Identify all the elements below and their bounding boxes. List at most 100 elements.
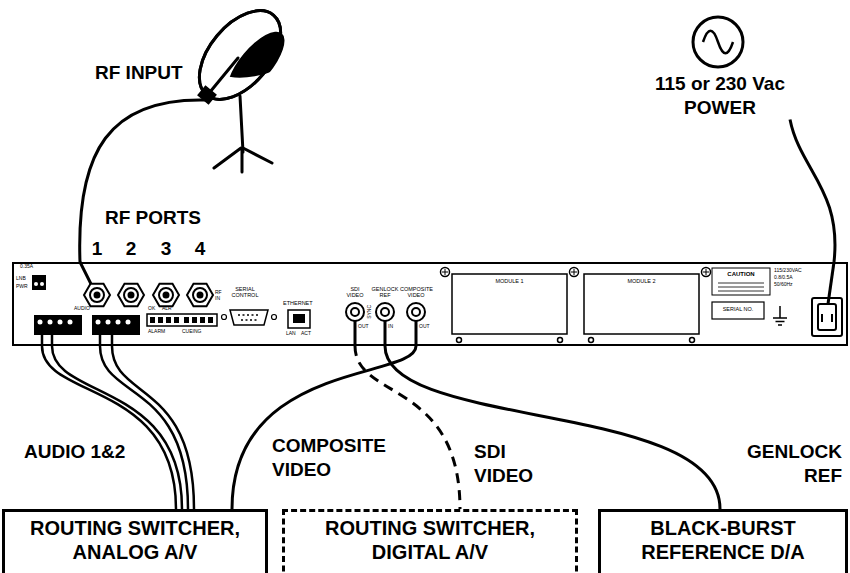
panel-marking: OK — [148, 306, 155, 312]
panel-marking: ALR — [162, 306, 172, 312]
module-plate — [584, 274, 699, 334]
cable-label: AUDIO 1&2 — [22, 440, 127, 464]
port-group-heading: RF PORTS — [98, 207, 208, 229]
power-label: 115 or 230 Vac POWER — [630, 14, 810, 120]
dish-rim — [184, 0, 297, 114]
cable — [790, 120, 835, 263]
caution-fine-print — [718, 283, 764, 291]
panel-marking: 50/60Hz — [774, 282, 793, 288]
rf-ports — [84, 284, 213, 307]
panel-marking: SDI VIDEO — [343, 286, 367, 299]
screw — [222, 315, 227, 320]
port-number: 1 — [91, 238, 103, 260]
screw — [40, 282, 44, 286]
terminal — [192, 317, 197, 323]
screw — [58, 320, 63, 325]
panel-marking: MODULE 1 — [452, 278, 567, 284]
panel-marking: GENLOCK REF — [371, 286, 399, 299]
callout-label: RF INPUT — [95, 62, 183, 84]
alarm-cueing-block — [147, 314, 217, 326]
module-plates — [441, 268, 711, 343]
port-number: 3 — [160, 238, 172, 260]
feed-arm — [210, 58, 238, 92]
cable-strand — [52, 346, 182, 509]
rf-port-pin — [198, 293, 203, 298]
panel-marking: 115/230VAC — [774, 268, 802, 274]
ethernet-socket — [293, 314, 305, 323]
terminal — [150, 317, 155, 323]
screw — [38, 320, 43, 325]
port-number: 2 — [125, 238, 137, 260]
screw — [68, 320, 73, 325]
rear-panel-parts — [12, 262, 848, 346]
panel-marking: MODULE 2 — [584, 278, 699, 284]
rf-port — [118, 284, 144, 307]
dish-face — [184, 0, 297, 114]
rf-port-pin — [95, 293, 100, 298]
panel-marking: COMPOSITE VIDEO — [400, 286, 432, 299]
panel-marking: SERIAL NO. — [712, 306, 764, 312]
power-source: 115 or 230 Vac POWER — [630, 14, 810, 120]
serial-connector — [230, 310, 268, 325]
screw-cross — [442, 269, 709, 275]
panel-marking: IN — [388, 324, 393, 330]
panel-marking: SYNC — [367, 305, 373, 319]
panel-marking: RF IN — [215, 290, 227, 302]
bnc-center — [381, 308, 389, 316]
panel-marking: ACT — [301, 331, 311, 337]
rf-port-pin — [129, 293, 134, 298]
terminal — [174, 317, 179, 323]
ac-source-symbol — [693, 17, 743, 67]
cable-label: COMPOSITE VIDEO — [270, 434, 399, 482]
terminal-screws — [38, 320, 131, 325]
screw — [34, 282, 38, 286]
terminal — [200, 317, 205, 323]
panel-marking: PWR — [16, 284, 28, 290]
module-plate — [452, 274, 567, 334]
rf-port-ring — [159, 288, 173, 302]
rf-port-pin — [164, 293, 169, 298]
box-label: ROUTING SWITCHER, ANALOG A/V — [11, 516, 259, 565]
caution-label — [712, 268, 770, 295]
lnb-terminal — [32, 275, 46, 290]
panel-marking: 0.35A — [20, 264, 33, 270]
panel-marking: CAUTION — [712, 271, 770, 278]
ethernet-port — [288, 310, 310, 328]
cable-strand — [385, 346, 720, 509]
cable-strand — [100, 346, 188, 509]
bnc-connector — [376, 303, 394, 321]
dish-pole — [240, 96, 243, 152]
screw — [126, 320, 131, 325]
port-number: 4 — [194, 238, 206, 260]
alarm-terminals — [150, 317, 213, 323]
screw — [589, 338, 594, 343]
screw — [116, 320, 121, 325]
dish-legs — [214, 148, 272, 172]
cable-strand — [790, 120, 835, 263]
cable — [42, 346, 194, 509]
panel-marking: ETHERNET — [283, 300, 313, 306]
rf-port — [153, 284, 179, 307]
panel-marking: OUT — [419, 324, 430, 330]
screw — [690, 338, 695, 343]
cable — [355, 346, 460, 509]
panel-marking: LNB — [16, 276, 26, 282]
ground-symbol — [773, 306, 787, 325]
screw — [272, 315, 277, 320]
bnc-connectors — [346, 303, 425, 321]
panel-marking: 0.8/0.5A — [774, 275, 793, 281]
serial-number-plate — [712, 302, 764, 319]
equipment-box: ROUTING SWITCHER, ANALOG A/V — [2, 509, 268, 573]
bnc-center — [412, 308, 420, 316]
box-label: ROUTING SWITCHER, DIGITAL A/V — [291, 516, 569, 565]
panel-marking: LAN — [286, 331, 296, 337]
audio-terminal-block — [92, 315, 140, 335]
satellite-dish — [184, 0, 297, 172]
sine-wave — [703, 31, 733, 54]
plug-pins — [822, 314, 832, 322]
equipment-box: ROUTING SWITCHER, DIGITAL A/V — [282, 509, 578, 573]
cable — [385, 346, 720, 509]
panel-marking: CUEING — [182, 329, 201, 335]
cable-strand — [232, 346, 416, 509]
panel-marking: OUT — [358, 324, 369, 330]
